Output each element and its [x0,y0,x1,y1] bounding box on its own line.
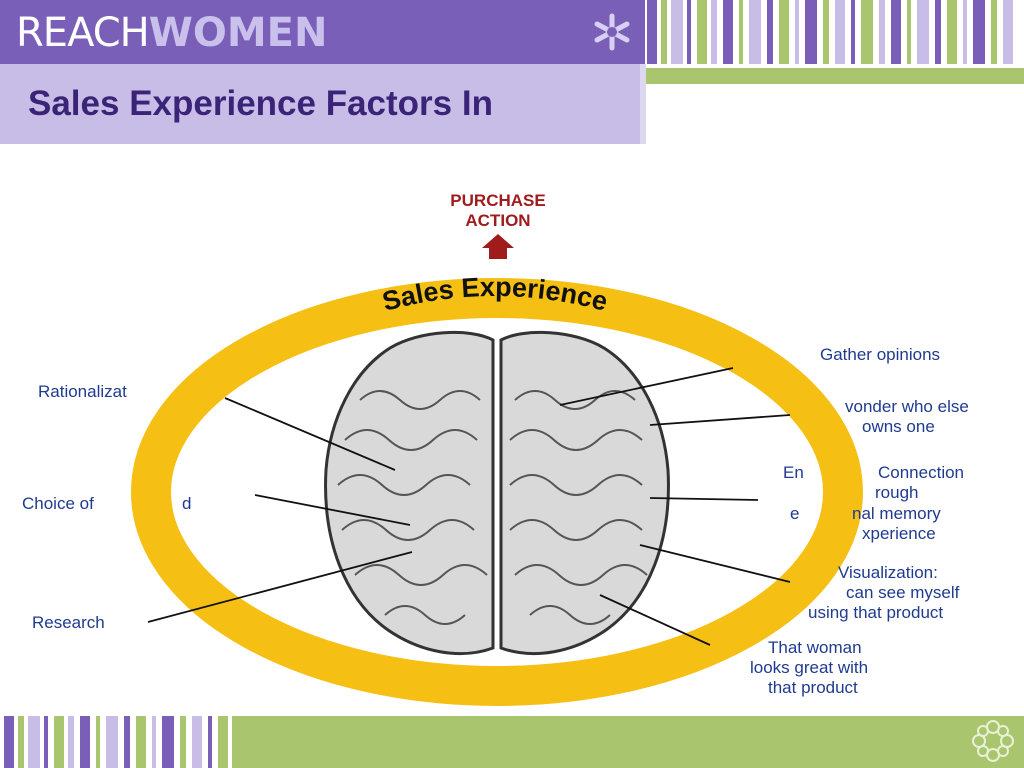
label-visualization-2: can see myself [846,583,960,602]
label-gather-opinions: Gather opinions [820,345,940,364]
purchase-label-1: PURCHASE [450,191,545,210]
label-emotional-4: xperience [862,524,936,543]
label-that-woman-1: That woman [768,638,862,657]
brain-left-hemisphere [324,331,495,655]
label-visualization-1: Visualization: [838,563,938,582]
label-visualization-3: using that product [808,603,943,622]
brain-illustration [324,331,670,655]
flower-icon [594,13,630,51]
connector-lines [147,367,791,646]
label-wonder-line-1: vonder who else [845,397,969,416]
label-emotional-3b: nal memory [852,504,941,523]
footer-stripes [0,716,232,768]
label-emotional-1b: Connection [878,463,964,482]
brand-women: WOMEN [148,10,328,56]
label-choice-of: Choice of [22,494,94,513]
header-stripes [645,0,1024,64]
label-that-woman-3: that product [768,678,858,697]
label-emotional-1a: En [783,463,804,482]
label-research: Research [32,613,105,632]
footer-flower-icon [972,720,1014,762]
label-emotional-3a: e [790,504,799,523]
label-that-woman-2: looks great with [750,658,868,677]
footer-green-bar [232,716,1024,768]
label-choice-brand-fragment: d [182,494,191,513]
sales-experience-ring [131,278,863,706]
title-band [0,64,646,144]
label-emotional-2: rough [875,483,918,502]
brand-reach: REACH [16,10,150,56]
header-bar [0,0,645,64]
label-wonder-line-2: owns one [862,417,935,436]
purchase-label-2: ACTION [465,211,530,230]
page-title: Sales Experience Factors In [28,84,493,123]
header-green-bar [645,68,1024,84]
label-rationalization: Rationalizat [38,382,127,401]
brain-diagram: Sales Experience PURCHASE ACTION [22,191,969,706]
brand-logo: REACHWOMEN [16,10,327,56]
up-arrow-icon [482,234,514,259]
